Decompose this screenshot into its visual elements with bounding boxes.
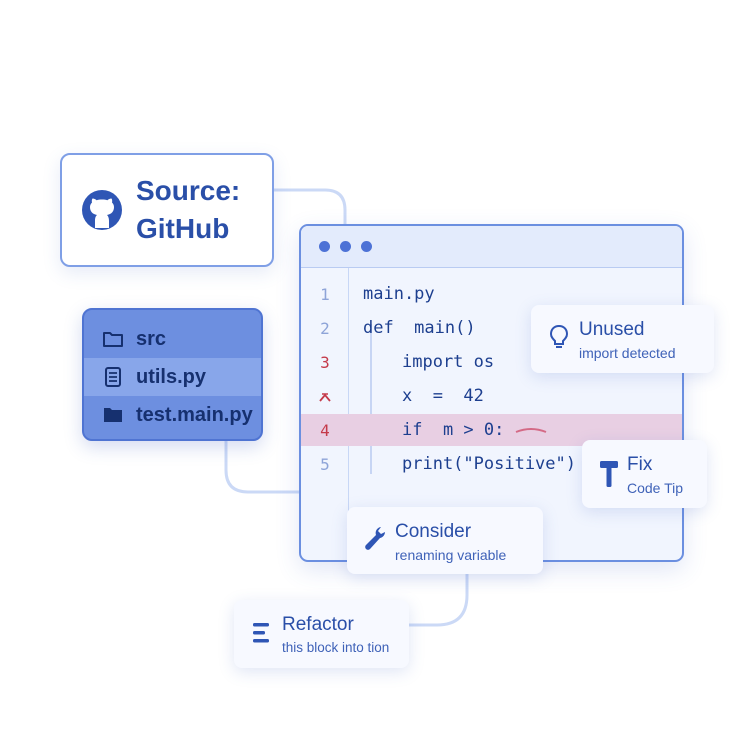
hammer-icon bbox=[600, 461, 618, 487]
tip-consider-rename[interactable]: Consider renaming variable bbox=[347, 507, 543, 574]
line-number: 3 bbox=[320, 352, 330, 372]
code-line: x = 42 bbox=[301, 380, 682, 412]
tip-subtitle: Code Tip bbox=[627, 480, 684, 496]
file-tree: src utils.py test.main.py bbox=[82, 308, 263, 441]
lightbulb-icon bbox=[549, 324, 569, 348]
github-icon bbox=[82, 190, 122, 230]
tree-item-utils[interactable]: utils.py bbox=[84, 358, 261, 396]
code-text: def main() bbox=[363, 318, 476, 338]
file-doc-icon bbox=[105, 367, 121, 387]
tip-subtitle: renaming variable bbox=[395, 547, 507, 563]
source-label: Source: GitHub bbox=[136, 175, 241, 244]
list-lines-icon bbox=[253, 623, 269, 643]
line-number: 1 bbox=[320, 284, 330, 304]
editor-titlebar bbox=[301, 226, 682, 268]
code-text: if m > 0: bbox=[402, 420, 505, 440]
tip-fix[interactable]: Fix Code Tip bbox=[582, 440, 707, 508]
line-number: 5 bbox=[320, 454, 330, 474]
tip-refactor[interactable]: Refactor this block into tion bbox=[234, 600, 409, 668]
tip-title: Unused bbox=[579, 319, 645, 340]
code-text: print("Positive") bbox=[402, 454, 576, 474]
tree-item-test-main[interactable]: test.main.py bbox=[84, 396, 261, 434]
tree-item-label: src bbox=[136, 327, 167, 350]
window-dot-close[interactable] bbox=[319, 241, 330, 252]
tree-item-label: test.main.py bbox=[136, 403, 253, 426]
squiggle-underline bbox=[515, 428, 547, 433]
code-line: 5 print("Positive") bbox=[301, 448, 682, 480]
tip-title: Refactor bbox=[282, 614, 354, 635]
code-text: x = 42 bbox=[402, 386, 484, 406]
folder-filled-icon bbox=[104, 408, 122, 422]
tip-subtitle: this block into tion bbox=[282, 640, 390, 655]
tip-title: Fix bbox=[627, 454, 653, 475]
tip-unused-import[interactable]: Unused import detected bbox=[531, 305, 714, 373]
source-card[interactable]: Source: GitHub bbox=[60, 153, 274, 267]
wrench-icon bbox=[365, 527, 386, 550]
tip-title: Consider bbox=[395, 521, 472, 542]
code-line: 1 main.py bbox=[301, 278, 682, 310]
window-dot-maximize[interactable] bbox=[361, 241, 372, 252]
code-line: 2 def main() bbox=[301, 312, 682, 344]
folder-outline-icon bbox=[103, 332, 123, 347]
code-text: import os bbox=[402, 352, 495, 372]
tree-item-label: utils.py bbox=[136, 365, 207, 388]
code-text: main.py bbox=[363, 284, 435, 304]
window-dot-minimize[interactable] bbox=[340, 241, 351, 252]
indent-guide bbox=[370, 324, 372, 474]
code-area[interactable]: 1 main.py 2 def main() 3 import os x = 4… bbox=[301, 268, 682, 560]
tip-subtitle: import detected bbox=[579, 345, 676, 361]
error-marker-icon bbox=[301, 387, 349, 406]
line-number: 4 bbox=[320, 420, 330, 440]
line-number: 2 bbox=[320, 318, 330, 338]
code-line: 3 import os bbox=[301, 346, 682, 378]
tree-item-src[interactable]: src bbox=[84, 320, 261, 358]
